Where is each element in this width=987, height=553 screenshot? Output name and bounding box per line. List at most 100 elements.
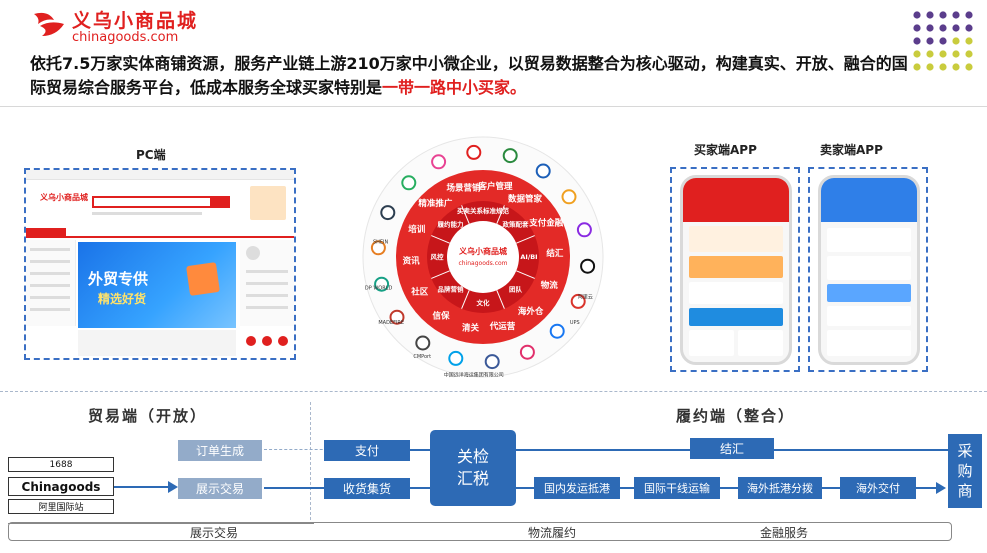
seller-phone — [818, 175, 920, 365]
outer-ring-label: 海外仓 — [518, 306, 544, 317]
inner-ring-label: 团队 — [509, 285, 523, 294]
partner-logo-icon — [535, 163, 551, 179]
bar-bracket — [8, 520, 314, 524]
bar-label-finance: 金融服务 — [760, 526, 809, 540]
fulfillment-side-title: 履约端（整合） — [676, 407, 796, 425]
buyer-phone — [680, 175, 792, 365]
pc-banner-title: 外贸专供 — [88, 270, 149, 288]
flow-divider — [0, 391, 987, 392]
source-chinagoods: Chinagoods — [8, 477, 114, 496]
inner-ring-label: 品牌营销 — [438, 285, 465, 294]
partner-logo-icon — [519, 344, 535, 360]
bar-label-logistics: 物流履约 — [528, 526, 577, 540]
connector-line — [410, 487, 430, 489]
inner-ring-separator — [496, 290, 505, 309]
partner-name-label: 中国远洋海运集团有限公司 — [444, 372, 504, 379]
partner-name-label: 阿里云 — [578, 293, 593, 300]
step-overseas-delivery: 海外交付 — [840, 477, 916, 499]
partner-logo-icon — [374, 276, 390, 292]
partner-logo-icon — [389, 309, 405, 325]
step-overseas-distribution: 海外抵港分拨 — [738, 477, 822, 499]
headline-main: 依托7.5万家实体商铺资源，服务产业链上游210万家中小微企业，以贸易数据整合为… — [30, 54, 908, 97]
pc-right-panel — [240, 240, 294, 326]
partner-logo-icon — [415, 335, 431, 351]
connector-line — [620, 487, 634, 489]
seller-app-screenshot — [808, 167, 928, 372]
inner-ring-label: 买卖关系标准规范 — [457, 206, 510, 215]
pc-promo-image — [250, 186, 286, 220]
outer-ring-label: 清关 — [462, 323, 480, 334]
inner-ring-separator — [431, 235, 450, 244]
partner-name-label: UPS — [570, 320, 580, 326]
partner-logo-icon — [576, 222, 592, 238]
inner-ring-label: AI/BI — [520, 253, 537, 261]
collect-goods-box: 收货集货 — [324, 478, 410, 499]
pc-search-box — [92, 196, 212, 208]
logo-domain: chinagoods.com — [72, 30, 179, 45]
connector-line — [916, 487, 938, 489]
inner-ring-label: 政策配套 — [503, 220, 530, 229]
connector-line — [720, 487, 738, 489]
customs-tax-box: 关检 汇税 — [430, 430, 516, 506]
pc-product-row — [78, 330, 236, 356]
circle-center-logo: 义乌小商品城 — [458, 246, 507, 256]
outer-ring-label: 数据管家 — [508, 193, 543, 204]
inner-ring-separator — [516, 235, 535, 244]
buyer-box-char: 采 — [957, 442, 973, 460]
seller-app-label: 卖家端APP — [820, 143, 883, 157]
partner-logo-icon — [448, 350, 464, 366]
trade-side-title: 贸易端（开放） — [88, 407, 208, 425]
buyer-app-label: 买家端APP — [694, 143, 757, 157]
partner-logo-icon — [561, 189, 577, 205]
connector-line — [264, 487, 324, 489]
outer-ring-label: 精准推广 — [418, 198, 453, 209]
display-trade-box: 展示交易 — [178, 478, 262, 499]
pc-logo: 义乌小商品城 — [40, 193, 88, 202]
partner-logo-icon — [380, 205, 396, 221]
inner-ring-label: 文化 — [476, 298, 491, 307]
pc-hot-words — [92, 212, 202, 215]
bottom-summary-bar — [8, 522, 952, 541]
source-alibaba: 阿里国际站 — [8, 499, 114, 514]
headline-highlight: 一带一路中小买家。 — [382, 78, 527, 97]
connector-line — [516, 487, 534, 489]
partner-logo-icon — [484, 354, 500, 370]
inner-ring-separator — [431, 270, 450, 279]
pc-screenshot: 义乌小商品城 外贸专供 精选好货 — [24, 168, 296, 360]
outer-ring-label: 培训 — [408, 224, 426, 235]
partner-logo-icon — [549, 323, 565, 339]
pc-banner-box-image — [186, 262, 220, 296]
connector-line — [822, 487, 840, 489]
pc-category-tab — [26, 228, 66, 238]
customs-line2: 汇税 — [456, 469, 489, 488]
inner-ring-label: 履约能力 — [437, 220, 465, 229]
arrow-head-icon — [168, 481, 178, 493]
step-domestic-shipping: 国内发运抵港 — [534, 477, 620, 499]
pc-icon-row — [244, 332, 294, 354]
buyer-box-char: 商 — [957, 482, 973, 500]
buyer-box: 采购商 — [948, 434, 982, 508]
payment-box: 支付 — [324, 440, 410, 461]
outer-ring-label: 场景营销 — [446, 183, 481, 194]
pc-topbar — [26, 170, 294, 180]
outer-ring-label: 客户管理 — [477, 181, 513, 192]
pc-banner: 外贸专供 精选好货 — [78, 242, 236, 328]
logo-title: 义乌小商品城 — [72, 10, 199, 32]
outer-ring-label: 资讯 — [403, 255, 421, 266]
header-divider — [0, 106, 987, 107]
chinagoods-logo-icon — [34, 12, 64, 36]
partner-name-label: DP WORLD — [365, 285, 393, 291]
pc-banner-subtitle: 精选好货 — [98, 292, 147, 306]
ecosystem-circle: 客户管理数据管家支付金融结汇物流海外仓代运营清关信保社区资讯培训精准推广场景营销… — [362, 136, 604, 379]
inner-ring-separator — [516, 270, 535, 279]
outer-ring-label: 物流 — [541, 280, 559, 291]
partner-logo-icon — [502, 148, 518, 164]
pc-category-list — [26, 240, 76, 326]
inner-ring-label: 风控 — [431, 252, 445, 261]
partner-logo-icon — [466, 144, 482, 160]
buyer-box-char: 购 — [957, 462, 973, 480]
outer-ring-label: 支付金融 — [528, 217, 564, 228]
outer-ring-label: 信保 — [432, 310, 450, 321]
order-generate-box: 订单生成 — [178, 440, 262, 461]
source-1688: 1688 — [8, 457, 114, 472]
